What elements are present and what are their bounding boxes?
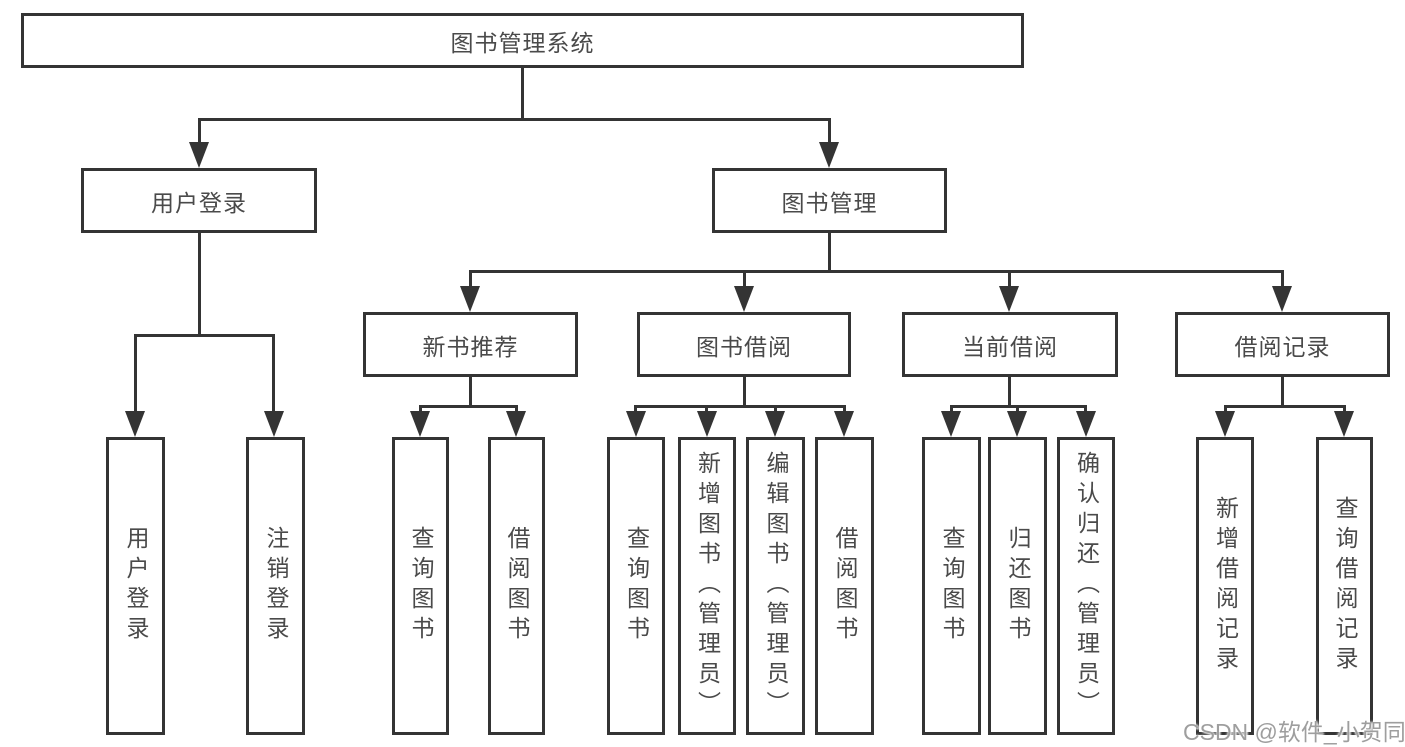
arrow-head <box>734 286 754 312</box>
leaf-return-book-label: 归还图书 <box>1005 526 1031 646</box>
arrow-head <box>506 411 526 437</box>
connector-line <box>469 270 1283 273</box>
leaf-query-borrow-record-label: 查询借阅记录 <box>1332 496 1358 676</box>
leaf-query-books-2: 查询图书 <box>607 437 665 735</box>
arrow-head <box>189 142 209 168</box>
arrow-head <box>1215 411 1235 437</box>
leaf-query-books-3-label: 查询图书 <box>939 526 965 646</box>
connector-line <box>1008 270 1011 292</box>
connector-line <box>743 270 746 292</box>
node-book-management: 图书管理 <box>712 168 947 233</box>
leaf-query-books-3: 查询图书 <box>922 437 981 735</box>
leaf-add-borrow-record: 新增借阅记录 <box>1196 437 1254 735</box>
leaf-add-book-admin-label: 新增图书（管理员） <box>694 451 721 721</box>
leaf-query-books-2-label: 查询图书 <box>623 526 650 646</box>
leaf-query-books-1-label: 查询图书 <box>408 526 434 646</box>
connector-line <box>469 377 472 408</box>
arrow-head <box>1334 411 1354 437</box>
connector-line <box>634 405 846 408</box>
connector-line <box>198 118 201 150</box>
connector-line <box>134 334 137 416</box>
node-root-label: 图书管理系统 <box>450 29 595 56</box>
leaf-query-borrow-record: 查询借阅记录 <box>1316 437 1373 735</box>
connector-line <box>521 68 524 121</box>
arrow-head <box>626 411 646 437</box>
arrow-head <box>1272 286 1292 312</box>
leaf-logout: 注销登录 <box>246 437 305 735</box>
arrow-head <box>410 411 430 437</box>
node-borrowing-records: 借阅记录 <box>1175 312 1390 377</box>
leaf-confirm-return-admin: 确认归还（管理员） <box>1057 437 1115 735</box>
node-borrowing-records-label: 借阅记录 <box>1234 333 1331 360</box>
arrow-head <box>941 411 961 437</box>
arrow-head <box>819 142 839 168</box>
arrow-head <box>765 411 785 437</box>
connector-line <box>1281 270 1284 292</box>
connector-line <box>198 118 831 121</box>
node-book-management-label: 图书管理 <box>781 189 878 216</box>
connector-line <box>469 270 472 292</box>
arrow-head <box>1007 411 1027 437</box>
arrow-head <box>125 411 145 437</box>
leaf-confirm-return-admin-label: 确认归还（管理员） <box>1073 451 1100 721</box>
connector-line <box>1224 405 1346 408</box>
connector-line <box>1008 377 1011 408</box>
watermark: CSDN @软件_小贺同学 <box>1183 719 1405 745</box>
leaf-borrow-books-2: 借阅图书 <box>815 437 874 735</box>
connector-line <box>198 233 201 337</box>
connector-line <box>828 118 831 150</box>
leaf-borrow-books-2-label: 借阅图书 <box>832 526 858 646</box>
leaf-edit-book-admin: 编辑图书（管理员） <box>746 437 805 735</box>
node-user-login-label: 用户登录 <box>151 189 247 216</box>
leaf-user-login-label: 用户登录 <box>123 526 149 646</box>
arrow-head <box>1076 411 1096 437</box>
node-new-book-recommend-label: 新书推荐 <box>422 333 519 360</box>
connector-line <box>134 334 275 337</box>
connector-line <box>272 334 275 416</box>
leaf-edit-book-admin-label: 编辑图书（管理员） <box>763 451 789 721</box>
leaf-user-login: 用户登录 <box>106 437 165 735</box>
leaf-add-borrow-record-label: 新增借阅记录 <box>1212 496 1239 676</box>
node-user-login: 用户登录 <box>81 168 317 233</box>
arrow-head <box>834 411 854 437</box>
leaf-add-book-admin: 新增图书（管理员） <box>678 437 736 735</box>
leaf-query-books-1: 查询图书 <box>392 437 449 735</box>
connector-line <box>419 405 518 408</box>
leaf-logout-label: 注销登录 <box>263 526 289 646</box>
arrow-head <box>999 286 1019 312</box>
connector-line <box>743 377 746 408</box>
node-new-book-recommend: 新书推荐 <box>363 312 578 377</box>
node-root: 图书管理系统 <box>21 13 1024 68</box>
arrow-head <box>460 286 480 312</box>
connector-line <box>828 233 831 273</box>
node-current-borrowing: 当前借阅 <box>902 312 1118 377</box>
arrow-head <box>697 411 717 437</box>
leaf-return-book: 归还图书 <box>988 437 1047 735</box>
connector-line <box>1281 377 1284 408</box>
leaf-borrow-books-1: 借阅图书 <box>488 437 545 735</box>
node-current-borrowing-label: 当前借阅 <box>962 333 1058 360</box>
leaf-borrow-books-1-label: 借阅图书 <box>504 526 530 646</box>
node-book-borrowing: 图书借阅 <box>637 312 851 377</box>
node-book-borrowing-label: 图书借阅 <box>696 333 792 360</box>
arrow-head <box>264 411 284 437</box>
